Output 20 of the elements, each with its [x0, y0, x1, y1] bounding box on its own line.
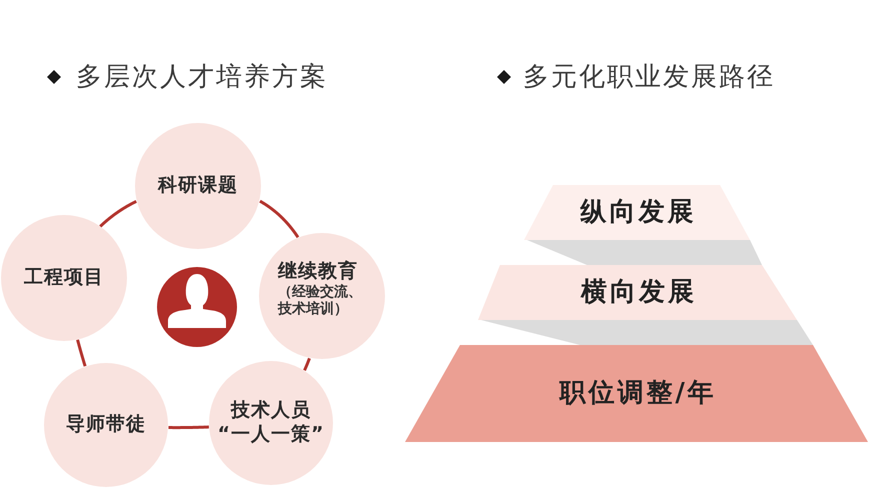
topic-label: 科研课题	[158, 174, 238, 198]
connector-arc	[258, 200, 300, 239]
topic-label: 工程项目	[24, 266, 104, 290]
connector-arc	[76, 338, 87, 368]
connector-arc	[98, 200, 138, 228]
topic-label: 技术人员	[230, 399, 311, 423]
pyramid-tier	[478, 265, 797, 320]
topic-label: 导师带徒	[66, 413, 146, 437]
connector-arc	[167, 426, 210, 430]
tier-label: 职位调整/年	[558, 378, 717, 410]
tier-label: 纵向发展	[579, 196, 696, 228]
topic-note: （经验交流、技术培训）	[278, 284, 363, 318]
pyramid-tier	[405, 345, 868, 442]
section-heading: 多层次人才培养方案	[76, 63, 328, 92]
topic-label: 继续教育	[278, 260, 358, 284]
connector-arc	[303, 356, 311, 372]
tier-label: 横向发展	[580, 276, 697, 308]
topic-label: “一人一策”	[218, 423, 324, 447]
pyramid-tier	[524, 185, 750, 240]
section-heading: 多元化职业发展路径	[523, 63, 775, 92]
